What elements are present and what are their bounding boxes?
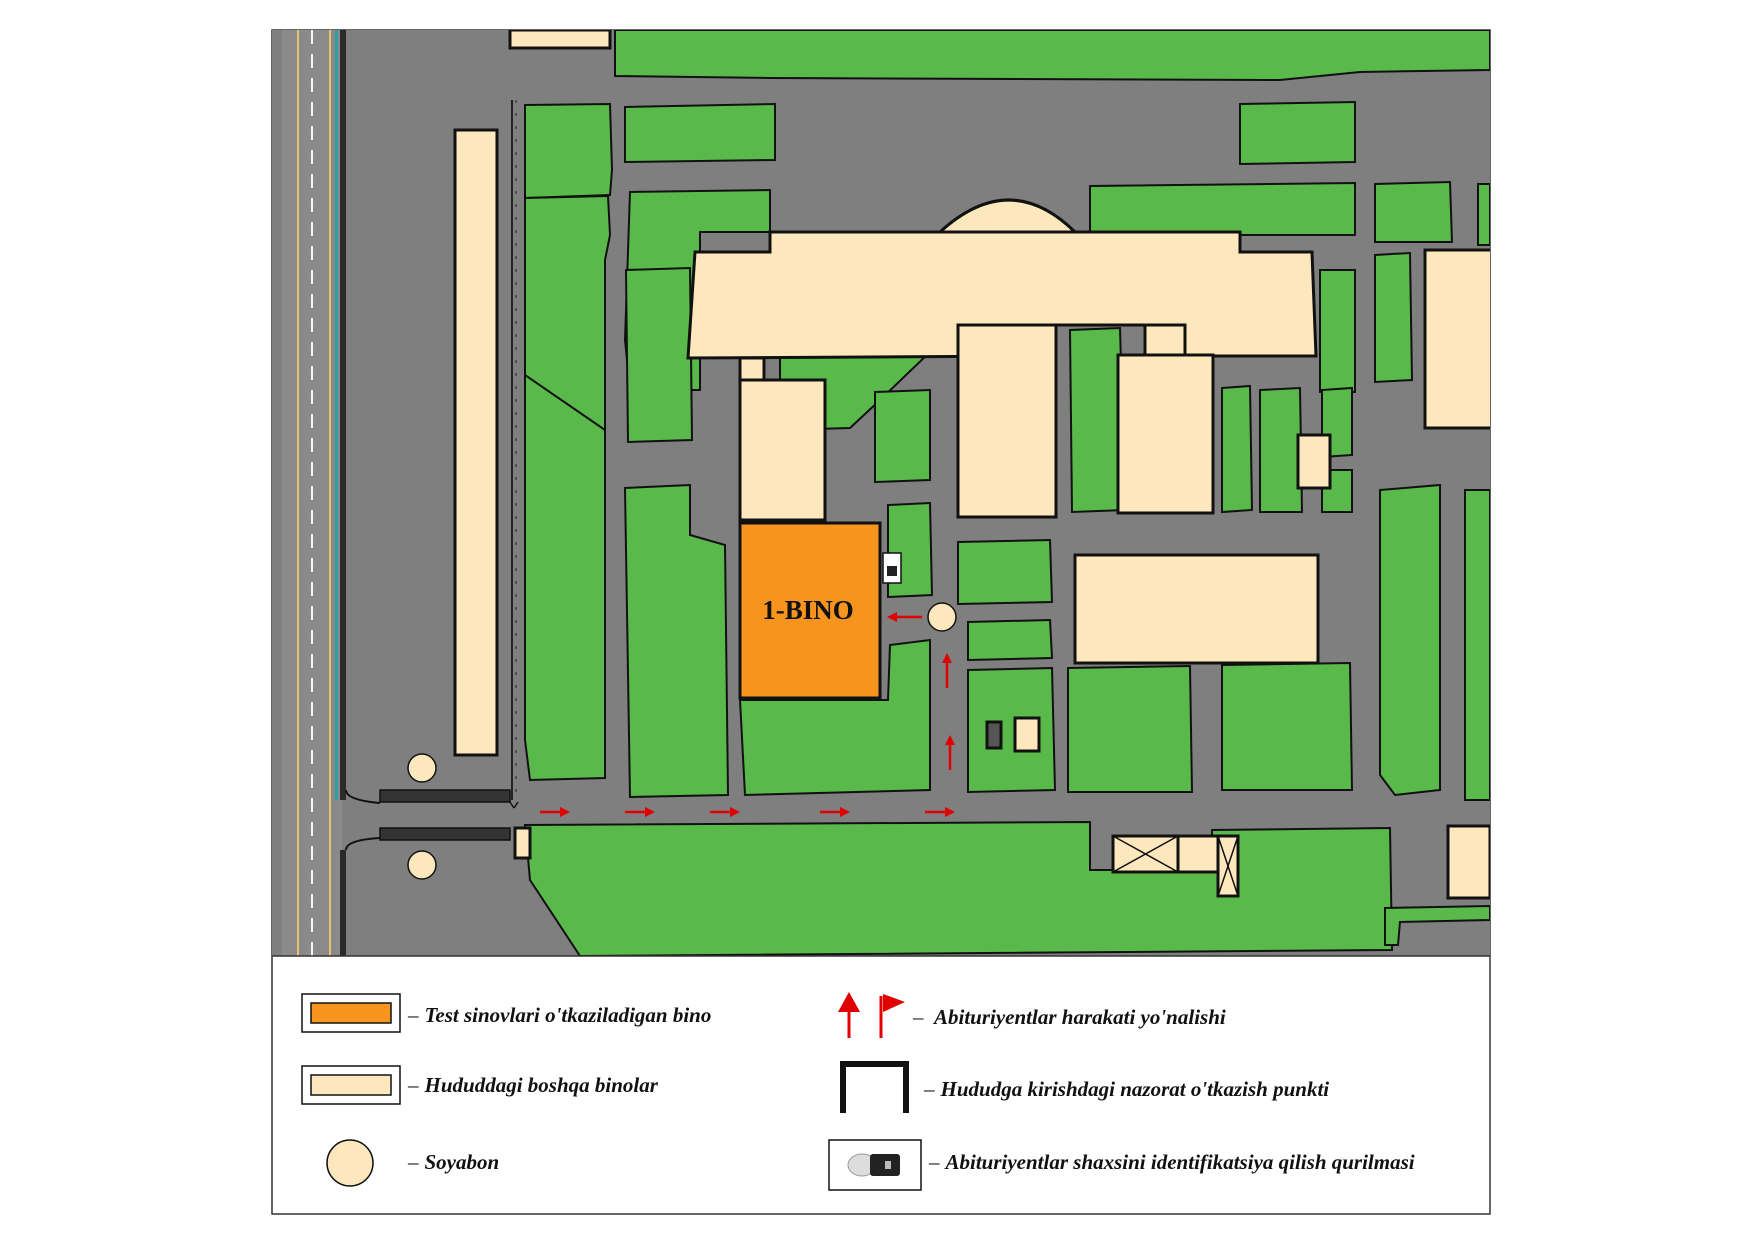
building [738, 356, 766, 382]
green-area [967, 666, 1057, 794]
other-buildings [453, 30, 1490, 900]
legend-arrow-icon [838, 992, 905, 1038]
checkpoint-inner [985, 720, 1003, 750]
green-area [1464, 489, 1490, 801]
test-building-1[interactable] [738, 521, 882, 700]
building [508, 30, 612, 50]
map-area: 1-BINO [272, 30, 1490, 956]
road-curb [340, 850, 346, 956]
legend-text: Abituriyentlar harakati yo'nalishi [933, 1005, 1226, 1029]
legend-test-building-label: –Test sinovlari o'tkaziladigan bino [408, 1003, 712, 1027]
green-area [1221, 661, 1354, 791]
legend-text: Abituriyentlar shaxsini identifikatsiya … [945, 1150, 1415, 1174]
green-area [874, 388, 931, 484]
warehouse-block [1176, 834, 1220, 874]
green-area [957, 538, 1054, 606]
building [1116, 353, 1215, 515]
legend-text: Hududga kirishdagi nazorat o'tkazish pun… [940, 1077, 1330, 1101]
green-area [738, 638, 931, 797]
green-area [623, 483, 730, 799]
building [1296, 433, 1332, 490]
building [738, 378, 827, 522]
legend-direction-label: – Abituriyentlar harakati yo'nalishi [913, 1005, 1226, 1029]
road-curb-accent [335, 30, 338, 800]
legend-other-buildings-swatch [310, 1074, 392, 1096]
green-area [523, 820, 1394, 956]
entrance-barrier-top [379, 789, 511, 803]
green-area [1374, 180, 1454, 243]
road-curb [340, 30, 346, 800]
warehouse [1111, 834, 1240, 898]
canopy [407, 753, 437, 783]
legend-checkpoint-label: –Hududga kirishdagi nazorat o'tkazish pu… [924, 1077, 1330, 1101]
legend-test-building-swatch [310, 1002, 392, 1024]
legend-text: Hududdagi boshqa binolar [424, 1073, 658, 1097]
green-area [624, 102, 776, 164]
canopy [407, 850, 437, 880]
green-area [1067, 664, 1194, 793]
building [956, 323, 1058, 519]
green-area [1239, 100, 1356, 166]
movement-arrows [540, 612, 955, 817]
green-area [1477, 183, 1490, 246]
legend-text: Test sinovlari o'tkaziladigan bino [424, 1003, 712, 1027]
green-area [524, 194, 612, 782]
green-area [1221, 384, 1254, 514]
legend-other-buildings-label: –Hududdagi boshqa binolar [408, 1073, 658, 1097]
legend-text: Soyabon [424, 1150, 500, 1174]
road-curve [345, 789, 381, 804]
green-area [1089, 181, 1356, 236]
camera-light-icon [885, 1161, 891, 1169]
green-area [614, 30, 1490, 82]
building [1013, 716, 1041, 753]
entrance-barrier-bottom [379, 827, 511, 841]
green-area [1259, 386, 1304, 513]
legend-identification-label: –Abituriyentlar shaxsini identifikatsiya… [929, 1150, 1415, 1174]
building-label: 1-BINO [762, 595, 854, 625]
footpath [524, 374, 606, 431]
green-areas [523, 30, 1490, 956]
building-dome [936, 198, 1079, 234]
green-area [624, 266, 694, 444]
legend-canopy-label: –Soyabon [408, 1150, 500, 1174]
road-curve [345, 837, 381, 851]
legend-swatches [301, 992, 922, 1191]
green-area [967, 618, 1054, 662]
building [1446, 824, 1490, 900]
green-area [1379, 483, 1441, 797]
green-area [524, 102, 614, 200]
green-area [1384, 904, 1490, 946]
legend-checkpoint-icon [840, 1061, 909, 1113]
gate-icon [509, 801, 519, 809]
green-area [1374, 251, 1414, 384]
canopy [927, 602, 957, 632]
green-area [1319, 269, 1356, 393]
legend-canopy-icon [326, 1139, 374, 1187]
camera-icon [887, 566, 897, 576]
building [1423, 248, 1490, 430]
building [1143, 323, 1187, 357]
building [453, 128, 499, 757]
building [1073, 553, 1320, 665]
checkpoint-entrance [513, 826, 532, 860]
